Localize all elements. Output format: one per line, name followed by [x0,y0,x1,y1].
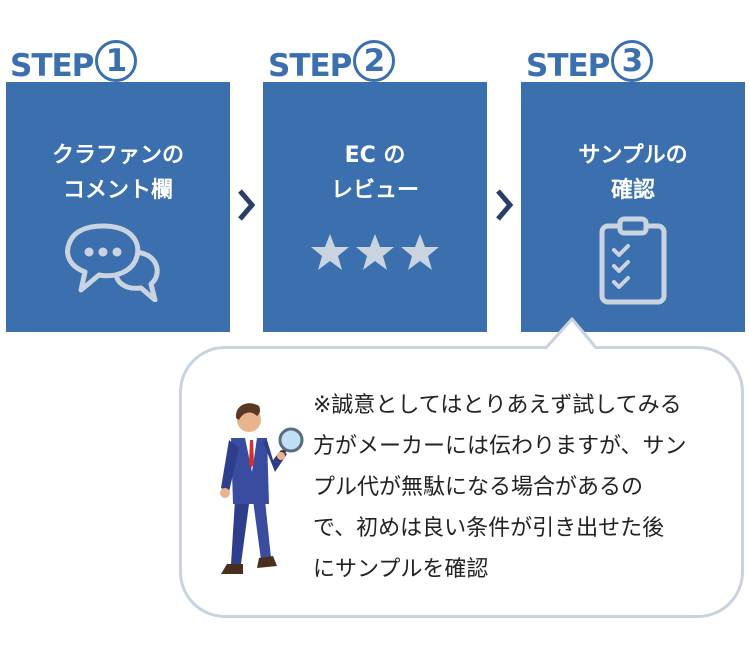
note-line: プル代が無駄になる場合があるの [313,475,644,500]
step-1-title: クラファンの コメント欄 [51,143,184,203]
step-2-card: EC の レビュー [263,82,487,332]
star-icon [311,234,349,270]
step-number-badge: 2 [353,40,396,82]
step-word: STEP [10,48,94,84]
step-2-title: EC の レビュー [330,143,419,203]
star-icon [401,234,439,270]
step-word: STEP [526,48,610,84]
step-word: STEP [268,48,352,84]
note-line: にサンプルを確認 [313,557,489,582]
chevron-right-icon [238,189,256,221]
step-3-card: サンプルの 確認 [521,82,745,332]
step-3-label: STEP 3 [526,36,654,86]
speech-bubbles-icon [6,222,230,302]
step-number-badge: 3 [611,40,654,82]
man-with-magnifying-glass-icon [220,403,304,574]
step-1-card: クラファンの コメント欄 [6,82,230,332]
note-text: ※誠意としてはとりあえず試してみる 方がメーカーには伝わりますが、サン プル代が… [313,385,733,590]
three-stars-icon [263,232,487,272]
step-number-badge: 1 [95,40,138,82]
chevron-right-icon [496,189,514,221]
bubble-pointer [540,317,610,352]
clipboard-checklist-icon [521,216,745,306]
star-icon [356,234,394,270]
note-line: で、初めは良い条件が引き出せた後 [313,516,665,541]
step-3-title: サンプルの 確認 [578,143,688,203]
step-2-label: STEP 2 [268,36,396,86]
step-1-label: STEP 1 [10,36,138,86]
note-bubble [179,346,744,618]
note-line: 方がメーカーには伝わりますが、サン [313,434,687,459]
note-line: ※誠意としてはとりあえず試してみる [313,393,682,418]
